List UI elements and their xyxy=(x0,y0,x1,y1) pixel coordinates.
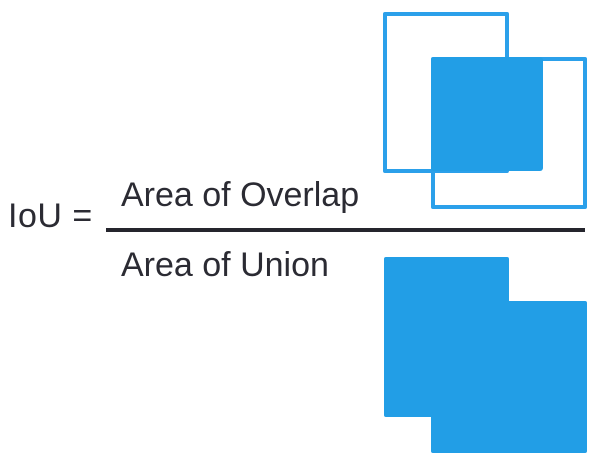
area-of-overlap-diagram xyxy=(375,4,595,216)
overlap-intersection-fill xyxy=(431,57,543,171)
area-of-union-diagram xyxy=(375,248,595,462)
fraction-numerator-label: Area of Overlap xyxy=(121,176,360,214)
union-filled-shape xyxy=(384,257,587,453)
fraction-bar xyxy=(106,228,585,232)
iou-label: IoU = xyxy=(8,197,93,235)
fraction-denominator-label: Area of Union xyxy=(121,246,329,284)
